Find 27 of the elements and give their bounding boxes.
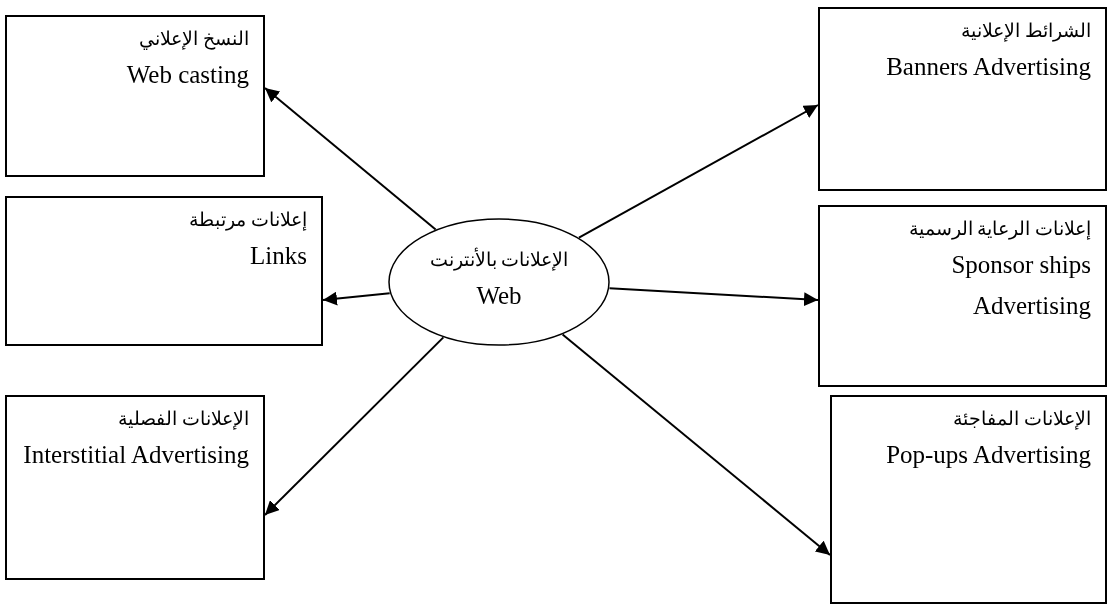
category-box (830, 395, 1107, 604)
english-label: Sponsor ships Advertising (950, 249, 1092, 321)
english-label: Web (475, 280, 523, 311)
arabic-label: الشرائط الإعلانية (960, 19, 1092, 44)
arrow (264, 87, 437, 231)
category-box (5, 15, 265, 177)
english-label: Web casting (125, 59, 250, 90)
category-box (5, 395, 265, 580)
arrow (578, 104, 819, 239)
english-label: Interstitial Advertising (22, 439, 250, 470)
category-box (5, 196, 323, 346)
english-label: Links (249, 240, 308, 271)
arabic-label: الإعلانات الفصلية (117, 407, 250, 432)
arrow (561, 333, 831, 556)
arabic-label: إعلانات مرتبطة (188, 208, 308, 233)
arrow (608, 287, 819, 307)
arrow (264, 336, 445, 516)
topic-ellipse (388, 218, 610, 346)
english-label: Pop-ups Advertising (885, 439, 1092, 470)
category-box (818, 7, 1107, 191)
arabic-label: النسخ الإعلاني (138, 27, 250, 52)
arabic-label: الإعلانات بالأنترنت (428, 246, 570, 273)
english-label: Banners Advertising (885, 51, 1092, 82)
arabic-label: الإعلانات المفاجئة (952, 407, 1092, 432)
category-box (818, 205, 1107, 387)
arabic-label: إعلانات الرعاية الرسمية (907, 217, 1092, 242)
arrow (322, 291, 391, 306)
